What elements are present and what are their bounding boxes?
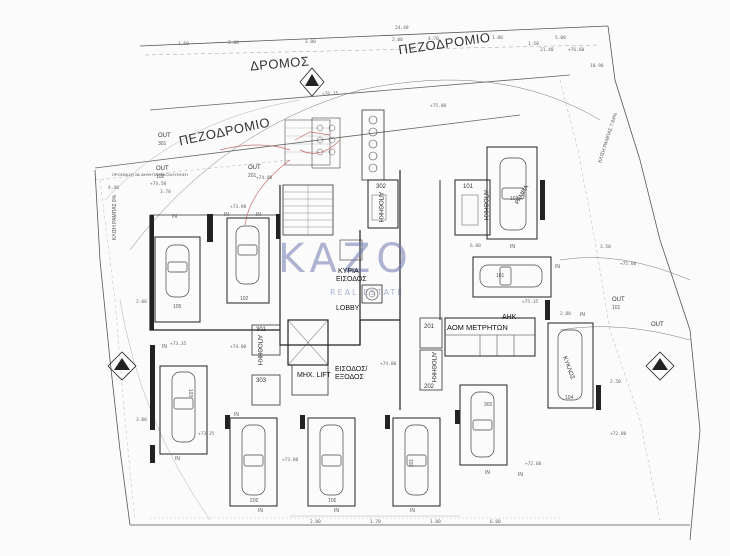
level-mark: +74.00 xyxy=(256,176,273,181)
dimension: 4.70 xyxy=(428,37,439,42)
in-label: IN xyxy=(224,212,229,218)
level-mark: +73.90 xyxy=(230,205,247,210)
dimension: 21.40 xyxy=(540,48,554,53)
dimension: 4.40 xyxy=(108,186,119,191)
out-label: OUT xyxy=(612,297,625,303)
in-label: IN xyxy=(555,264,560,270)
in-label: IN xyxy=(258,508,263,514)
dimension: 10.90 xyxy=(590,64,604,69)
dimension: 1.50 xyxy=(178,42,189,47)
level-mark: +75.00 xyxy=(430,104,447,109)
watermark-subtitle: REAL ESTATE xyxy=(330,288,405,297)
storage-label-101: ΑΠΟΘΗΚΗ xyxy=(482,190,488,221)
electricity-label: ΑΗΚ xyxy=(502,314,517,321)
entrance-exit-label-1: ΕΙΣΟΔΟΣ/ xyxy=(335,366,368,373)
dimension: 1.80 xyxy=(492,36,503,41)
dimension: 5.00 xyxy=(555,36,566,41)
parking-number: 105 xyxy=(173,304,182,310)
in-label: IN xyxy=(256,212,261,218)
in-label: IN xyxy=(162,344,167,350)
in-label: IN xyxy=(334,508,339,514)
level-mark: +73.00 xyxy=(282,458,299,463)
level-mark: +76.60 xyxy=(568,48,585,53)
in-label: IN xyxy=(410,508,415,514)
level-mark: +74.80 xyxy=(380,362,397,367)
in-label: IN xyxy=(175,456,180,462)
dimension: 3.50 xyxy=(600,245,611,250)
in-label: IN xyxy=(172,214,177,220)
dimension: 2.00 xyxy=(392,38,403,43)
level-mark: +76.15 xyxy=(322,92,339,97)
dimension: 6.00 xyxy=(470,244,481,249)
store-number: 202 xyxy=(424,384,435,390)
lift-machine-label: ΜΗΧ. LIFT xyxy=(297,372,331,379)
level-mark: +72.80 xyxy=(610,432,627,437)
parking-number: 302 xyxy=(484,402,493,408)
dimension: 2.00 xyxy=(228,41,239,46)
dimension: 1.70 xyxy=(370,520,381,525)
dimension: 1.00 xyxy=(430,520,441,525)
parking-number: 101 xyxy=(496,273,505,279)
dimension: 2.00 xyxy=(310,520,321,525)
parking-number: 103 xyxy=(187,388,194,398)
level-mark: +74.00 xyxy=(230,345,247,350)
in-label: IN xyxy=(580,312,585,318)
out-label: OUT xyxy=(248,165,261,171)
dimension: 3.70 xyxy=(160,190,171,195)
dimension: 3.00 xyxy=(136,418,147,423)
out-label: OUT xyxy=(651,322,664,328)
parking-number: 102 xyxy=(240,296,249,302)
in-label: IN xyxy=(510,244,515,250)
dimension: 24.40 xyxy=(395,26,409,31)
level-mark: +75.35 xyxy=(522,300,539,305)
dimension: 6.00 xyxy=(490,520,501,525)
level-mark: +74.50 xyxy=(150,182,167,187)
out-label: OUT xyxy=(158,133,171,139)
direction-markers xyxy=(107,67,675,381)
level-mark: +73.35 xyxy=(198,432,215,437)
dimension: 2.80 xyxy=(560,312,571,317)
dimension: 1.50 xyxy=(528,42,539,47)
dimension: 3.00 xyxy=(305,40,316,45)
in-label: IN xyxy=(518,472,523,478)
storage-label-202: ΑΠΟΘΗΚΗ xyxy=(430,352,436,383)
watermark-logo: KAZO xyxy=(278,236,414,282)
main-entrance-label-1: ΚΥΡΙΑ xyxy=(338,268,359,275)
entrance-exit-label-2: ΕΞΟΔΟΣ xyxy=(335,374,364,381)
ramp-slope-left: ΚΛΙΣΗ ΡΑΜΠΑΣ 8% xyxy=(112,194,118,240)
out-unit: 201 xyxy=(248,173,257,179)
out-unit: 301 xyxy=(158,141,167,147)
ramp-note: ΠΡΟΣΒΑΣΗ ΣΕ ΑΥΛΗ ΠΑΡΑΚΟΛΟΥΘΗΣΗ xyxy=(112,172,188,177)
store-number: 301 xyxy=(256,327,267,333)
storage-label-302: ΑΠΟΘΗΚΗ xyxy=(377,192,383,223)
out-unit: 101 xyxy=(612,305,621,311)
storage-label-301: ΑΠΟΘΗΚΗ xyxy=(256,335,262,366)
parking-number: 103 xyxy=(510,196,519,202)
main-entrance-label-2: ΕΙΣΟΔΟΣ xyxy=(336,276,367,283)
level-mark: +75.60 xyxy=(620,262,637,267)
store-number: 101 xyxy=(463,184,474,190)
store-number: 303 xyxy=(256,378,267,384)
out-label: OUT xyxy=(156,166,169,172)
level-mark: +72.60 xyxy=(525,462,542,467)
store-number: 302 xyxy=(376,184,387,190)
parking-number: 201 xyxy=(409,458,416,468)
level-mark: +73.35 xyxy=(170,342,187,347)
in-label: IN xyxy=(234,412,239,418)
meter-room-label: ΑΟΜ ΜΕΤΡΗΤΩΝ xyxy=(447,323,508,332)
out-unit: 102 xyxy=(156,174,165,180)
dimension: 2.50 xyxy=(610,380,621,385)
store-number: 201 xyxy=(424,324,435,330)
parking-number: 301 xyxy=(328,496,337,502)
in-label: IN xyxy=(485,470,490,476)
lobby-label: LOBBY xyxy=(336,305,360,312)
dimension: 2.00 xyxy=(136,300,147,305)
parking-number: 104 xyxy=(565,395,574,401)
parking-number: 202 xyxy=(250,496,259,502)
